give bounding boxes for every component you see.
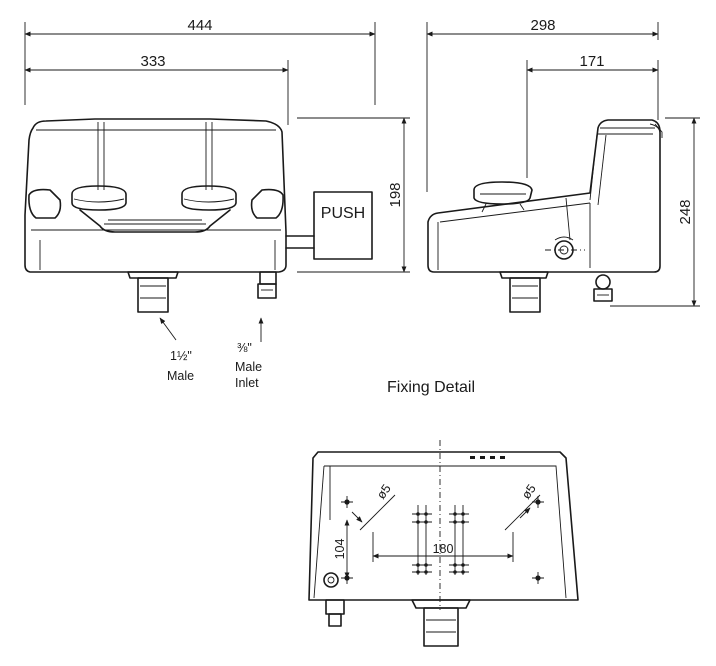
dimension-171: 171	[526, 53, 659, 178]
dim-248-label: 248	[677, 199, 694, 224]
dim-171-label: 171	[579, 53, 604, 70]
dimension-104: 104	[333, 519, 350, 579]
mounting-slots	[412, 505, 469, 575]
dim-104-label: 104	[333, 539, 347, 560]
hole-diameter-leaders: ø5 ø5	[351, 482, 541, 531]
dim-298-label: 298	[530, 17, 555, 34]
vent-dots	[470, 456, 505, 459]
push-label: PUSH	[321, 205, 365, 222]
dimension-180: 180	[372, 532, 514, 562]
front-body: PUSH	[24, 118, 373, 313]
push-button	[313, 191, 373, 260]
dimension-248: 248	[610, 117, 700, 307]
side-body	[427, 119, 663, 313]
outlet-type: Male	[167, 369, 194, 383]
hole-dia-left: ø5	[374, 482, 394, 502]
inlet-type: Male	[235, 360, 262, 374]
dim-333-label: 333	[140, 53, 165, 70]
dimension-444: 444	[24, 17, 376, 105]
fixing-holes	[341, 496, 544, 584]
dim-444-label: 444	[187, 17, 212, 34]
dimension-333: 333	[24, 53, 289, 125]
outlet-label: 1½" Male	[159, 317, 194, 383]
fixing-detail-view: ø5 ø5 104 180	[308, 440, 579, 647]
hole-dia-right: ø5	[519, 482, 539, 502]
outlet-fraction: 1½"	[170, 349, 192, 363]
front-view: 444 333 198	[24, 17, 410, 390]
side-view: 298 171 248	[426, 17, 700, 313]
inlet-fraction: ⅜"	[237, 341, 252, 355]
dimension-298: 298	[426, 17, 659, 192]
inlet-label: ⅜" Male Inlet	[235, 317, 264, 390]
fixing-detail-title: Fixing Detail	[387, 379, 475, 396]
dim-180-label: 180	[433, 542, 454, 556]
dimension-198: 198	[297, 117, 410, 273]
dim-198-label: 198	[387, 182, 404, 207]
inlet-word: Inlet	[235, 376, 259, 390]
